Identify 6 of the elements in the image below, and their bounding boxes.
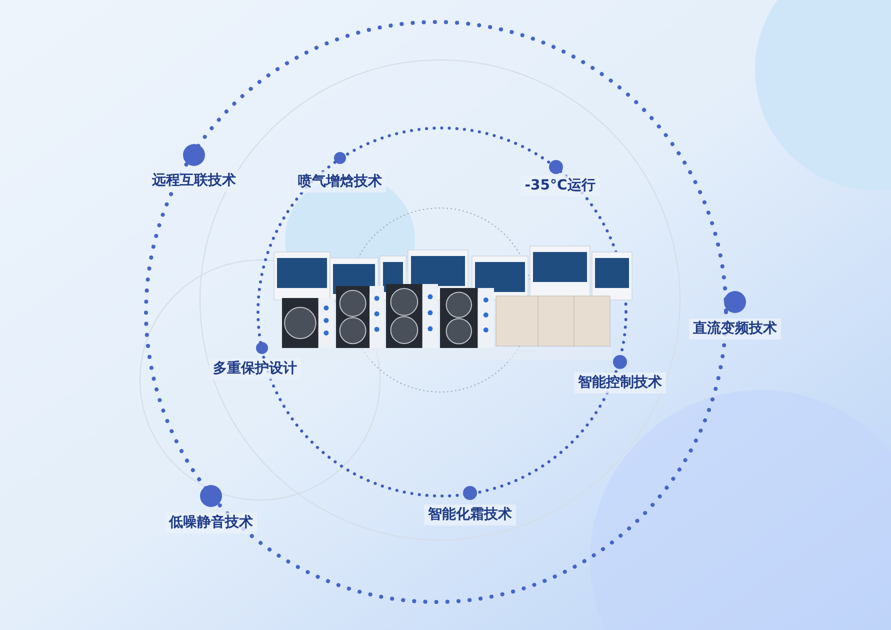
feature-label: 智能控制技术 [574,372,666,394]
feature-label: 智能化霜技术 [424,504,516,526]
feature-label: 低噪静音技术 [165,512,257,534]
feature-label: 直流变频技术 [689,318,781,340]
feature-label: -35°C运行 [520,176,600,196]
feature-label: 多重保护设计 [209,358,301,380]
